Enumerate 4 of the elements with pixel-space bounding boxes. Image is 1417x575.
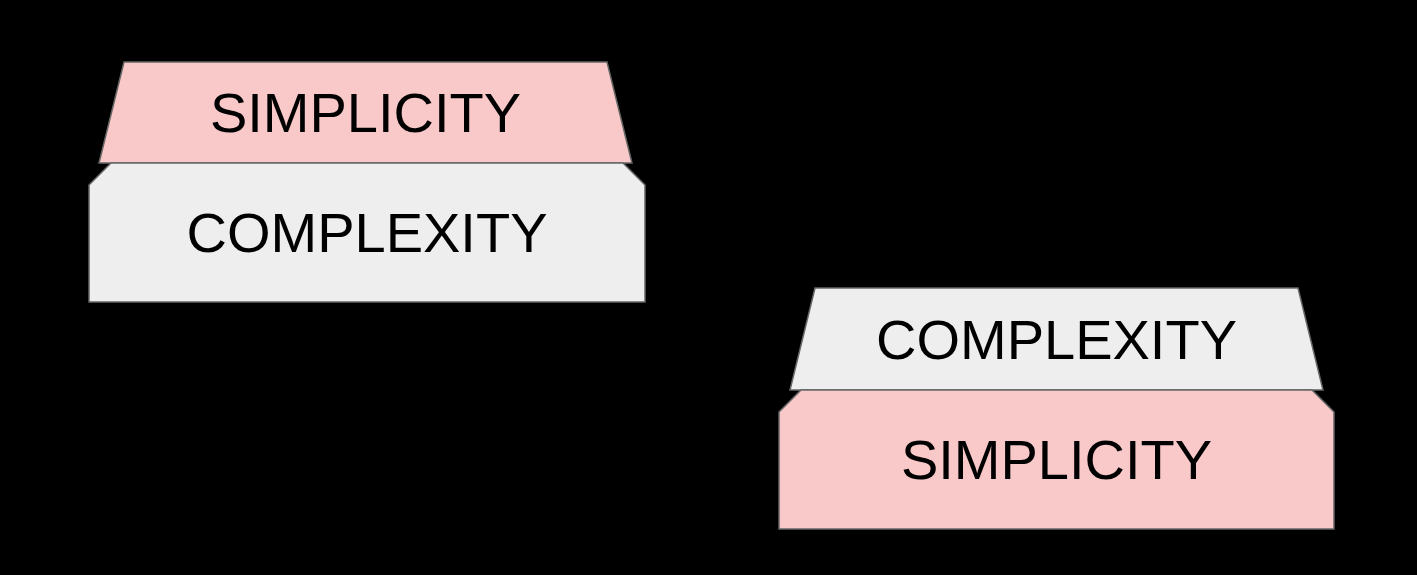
block-label: SIMPLICITY <box>209 80 522 145</box>
block-label: COMPLEXITY <box>876 306 1237 372</box>
block-label: COMPLEXITY <box>186 200 548 265</box>
block-label: SIMPLICITY <box>900 427 1213 492</box>
